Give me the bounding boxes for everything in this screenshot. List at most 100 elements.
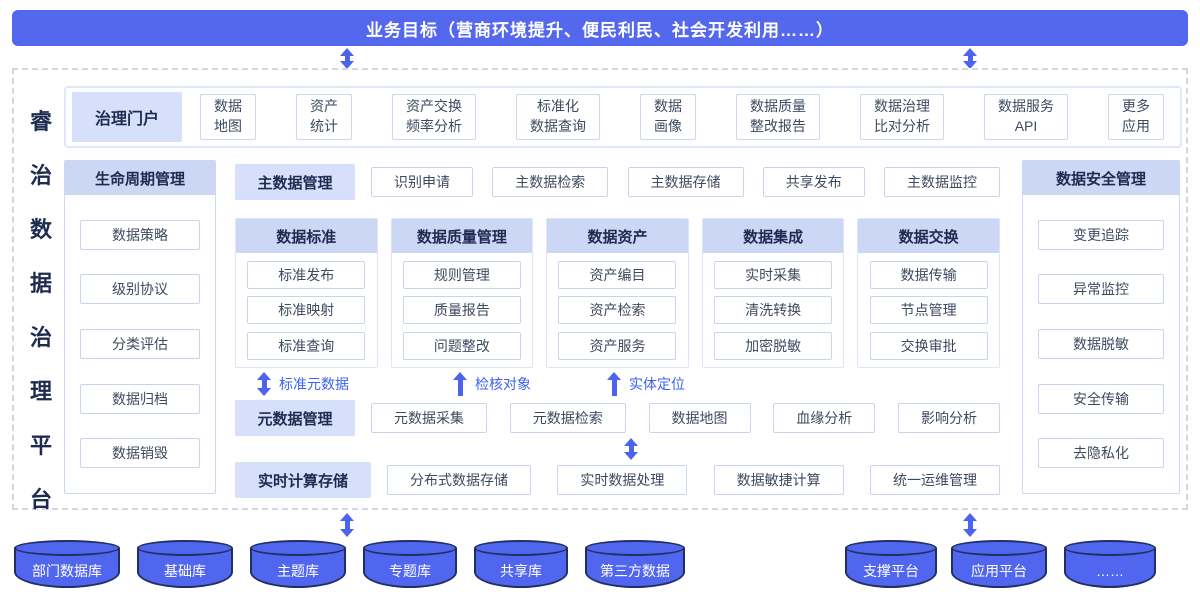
database-cylinder: 专题库 <box>363 540 457 588</box>
double-arrow-icon <box>624 438 638 460</box>
capability-columns: 数据标准 标准发布 标准映射 标准查询 数据质量管理 规则管理 质量报告 问题整… <box>235 218 1000 368</box>
standard-item: 标准发布 <box>247 260 366 289</box>
database-cylinder: 部门数据库 <box>14 540 120 588</box>
standard-item: 标准映射 <box>247 296 366 324</box>
flow-check-object: 检核对象 <box>453 372 531 396</box>
security-item: 去隐私化 <box>1038 438 1164 469</box>
asset-item: 资产检索 <box>558 296 677 324</box>
portal-item-quality-report: 数据质量整改报告 <box>736 94 820 140</box>
platform-cylinder: 应用平台 <box>951 540 1047 588</box>
realtime-item: 实时数据处理 <box>557 465 688 495</box>
portal-item-data-map: 数据地图 <box>200 94 256 140</box>
cylinder-top <box>951 540 1047 556</box>
master-data-item: 主数据检索 <box>492 167 609 197</box>
lifecycle-item: 分类评估 <box>80 328 200 359</box>
master-data-item: 共享发布 <box>762 167 865 197</box>
column-data-integration: 数据集成 实时采集 清洗转换 加密脱敏 <box>701 218 845 368</box>
double-arrow-icon <box>340 48 354 69</box>
platform-cylinder: 支撑平台 <box>845 540 937 588</box>
platform-title-char: 据 <box>29 271 52 296</box>
portal-item-more-apps: 更多应用 <box>1108 94 1164 140</box>
exchange-item: 数据传输 <box>869 260 988 289</box>
portal-row: 治理门户 数据地图 资产统计 资产交换频率分析 标准化数据查询 数据画像 数据质… <box>64 86 1182 148</box>
flow-labels-row: 标准元数据 检核对象 实体定位 <box>235 372 1000 398</box>
exchange-item: 节点管理 <box>869 296 988 324</box>
master-data-item: 主数据存储 <box>627 167 744 197</box>
quality-item: 规则管理 <box>402 260 521 289</box>
double-arrow-icon <box>963 48 977 69</box>
platform-title-char: 治 <box>29 163 52 188</box>
portal-item-standard-query: 标准化数据查询 <box>516 94 600 140</box>
database-cylinder: 第三方数据 <box>585 540 685 588</box>
up-arrow-icon <box>607 372 621 396</box>
master-data-item: 主数据监控 <box>884 167 1000 197</box>
platform-title: 睿 治 数 据 治 理 平 台 <box>26 104 56 514</box>
platform-title-char: 理 <box>29 379 52 404</box>
portal-item-asset-stats: 资产统计 <box>296 94 352 140</box>
database-cylinder: 基础库 <box>137 540 233 588</box>
metadata-item: 血缘分析 <box>773 403 876 433</box>
master-data-row: 主数据管理 识别申请 主数据检索 主数据存储 共享发布 主数据监控 <box>235 164 1000 200</box>
realtime-item: 数据敏捷计算 <box>713 465 844 495</box>
realtime-item: 统一运维管理 <box>869 465 1000 495</box>
double-arrow-icon <box>257 372 271 396</box>
platform-title-char: 平 <box>29 433 52 458</box>
portal-item-exchange-frequency: 资产交换频率分析 <box>392 94 476 140</box>
lifecycle-column: 生命周期管理 数据策略 级别协议 分类评估 数据归档 数据销毁 <box>64 160 216 494</box>
platform-title-char: 数 <box>29 217 52 242</box>
lifecycle-item: 级别协议 <box>80 274 200 305</box>
cylinder-top <box>250 540 346 556</box>
up-arrow-icon <box>453 372 467 396</box>
cylinder-top <box>585 540 685 556</box>
lifecycle-header: 生命周期管理 <box>65 161 215 195</box>
asset-item: 资产服务 <box>558 331 677 360</box>
flow-standard-metadata: 标准元数据 <box>257 372 349 396</box>
security-item: 变更追踪 <box>1038 219 1164 250</box>
cylinder-top <box>1064 540 1156 556</box>
flow-entity-locate: 实体定位 <box>607 372 685 396</box>
lifecycle-item: 数据策略 <box>80 219 200 250</box>
asset-item: 资产编目 <box>558 260 677 289</box>
spacer <box>702 548 828 590</box>
column-data-asset: 数据资产 资产编目 资产检索 资产服务 <box>546 218 689 368</box>
lifecycle-item: 数据销毁 <box>80 438 200 469</box>
integration-item: 加密脱敏 <box>714 331 833 360</box>
cylinder-top <box>137 540 233 556</box>
column-data-exchange: 数据交换 数据传输 节点管理 交换审批 <box>857 218 1000 368</box>
metadata-item: 元数据采集 <box>371 403 487 433</box>
database-cylinder: 共享库 <box>474 540 568 588</box>
security-header: 数据安全管理 <box>1023 161 1179 195</box>
metadata-row: 元数据管理 元数据采集 元数据检索 数据地图 血缘分析 影响分析 <box>235 400 1000 436</box>
portal-item-data-profile: 数据画像 <box>640 94 696 140</box>
realtime-label: 实时计算存储 <box>235 462 371 498</box>
platform-title-char: 台 <box>29 487 52 512</box>
realtime-row: 实时计算存储 分布式数据存储 实时数据处理 数据敏捷计算 统一运维管理 <box>235 462 1000 498</box>
standard-item: 标准查询 <box>247 331 366 360</box>
security-column: 数据安全管理 变更追踪 异常监控 数据脱敏 安全传输 去隐私化 <box>1022 160 1180 494</box>
platform-title-char: 治 <box>29 325 52 350</box>
quality-item: 质量报告 <box>402 296 521 324</box>
datasource-row: 部门数据库 基础库 主题库 专题库 共享库 第三方数据 支撑平台 应 <box>14 540 1156 590</box>
lifecycle-item: 数据归档 <box>80 383 200 414</box>
metadata-item: 影响分析 <box>898 403 1000 433</box>
column-data-quality: 数据质量管理 规则管理 质量报告 问题整改 <box>390 218 534 368</box>
business-goal-text: 业务目标（营商环境提升、便民利民、社会开发利用……） <box>366 20 834 40</box>
portal-items: 数据地图 资产统计 资产交换频率分析 标准化数据查询 数据画像 数据质量整改报告… <box>200 94 1164 140</box>
database-cylinder: 主题库 <box>250 540 346 588</box>
realtime-item: 分布式数据存储 <box>387 465 531 495</box>
column-data-standard: 数据标准 标准发布 标准映射 标准查询 <box>235 218 378 368</box>
security-item: 数据脱敏 <box>1038 328 1164 359</box>
metadata-item: 数据地图 <box>648 403 751 433</box>
security-item: 异常监控 <box>1038 274 1164 305</box>
metadata-item: 元数据检索 <box>509 403 626 433</box>
cylinder-top <box>14 540 120 556</box>
business-goal-banner: 业务目标（营商环境提升、便民利民、社会开发利用……） <box>12 10 1188 46</box>
master-data-label: 主数据管理 <box>235 164 355 200</box>
cylinder-top <box>845 540 937 556</box>
metadata-label: 元数据管理 <box>235 400 355 436</box>
platform-cylinder: …… <box>1064 540 1156 588</box>
security-item: 安全传输 <box>1038 383 1164 414</box>
exchange-item: 交换审批 <box>869 331 988 360</box>
